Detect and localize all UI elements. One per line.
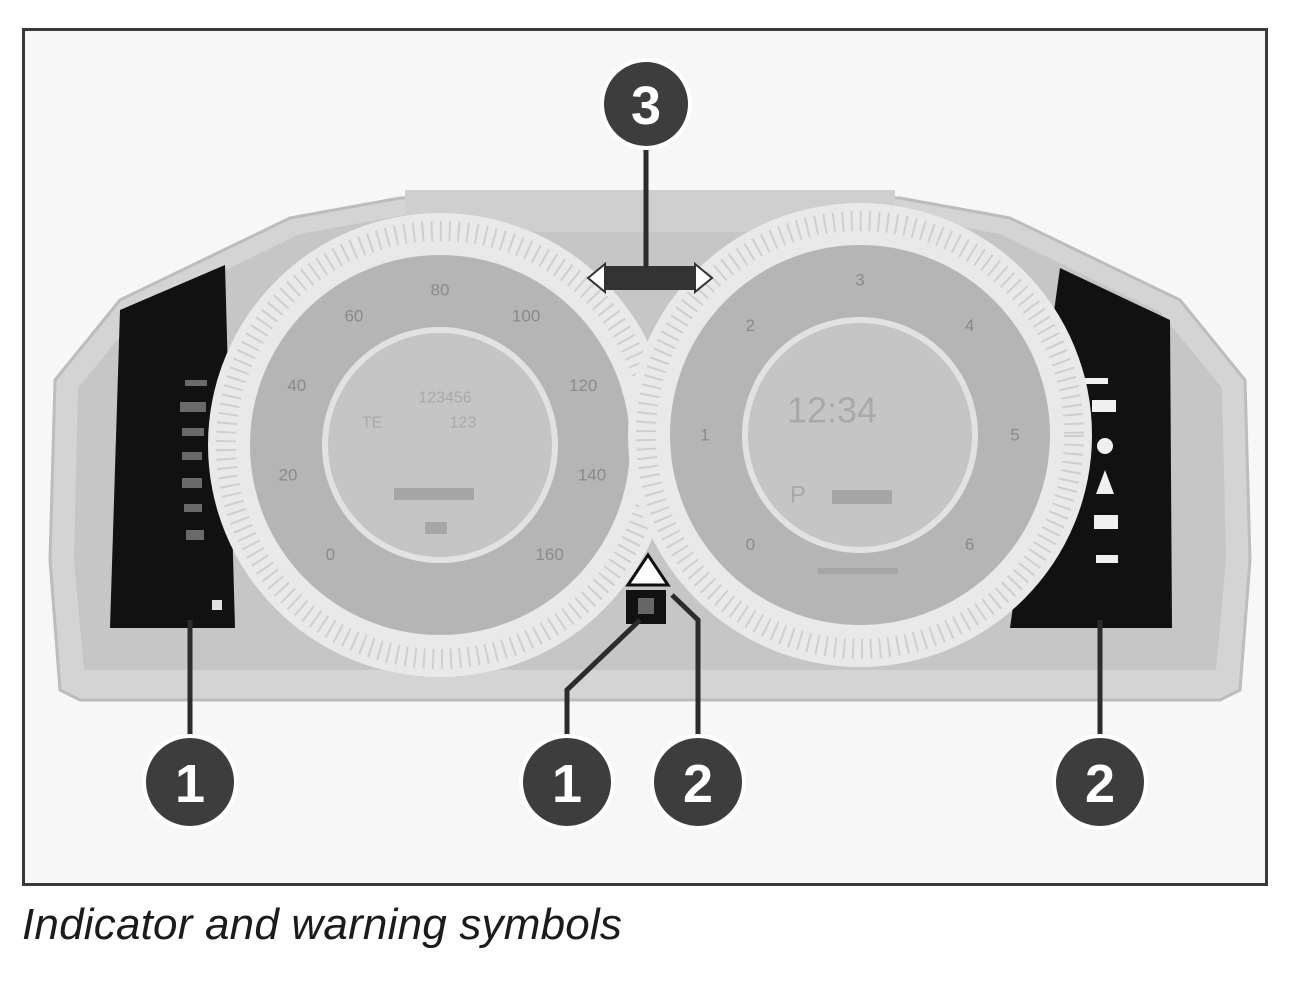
tacho-label-4: 4 <box>965 316 974 335</box>
figure-caption: Indicator and warning symbols <box>22 900 623 949</box>
callout-1-center: 1 <box>519 734 615 830</box>
speedo-label-8: 160 <box>535 545 563 564</box>
tacho-label-6: 6 <box>965 535 974 554</box>
callout-1-left: 1 <box>142 734 238 830</box>
leader-lines <box>187 140 1103 745</box>
speedo-label-6: 120 <box>569 376 597 395</box>
tachometer-scale: 0 1 2 3 4 5 6 <box>700 271 1019 555</box>
speedo-label-5: 100 <box>512 307 540 326</box>
tacho-label-0: 0 <box>746 535 755 554</box>
left-indicator-panel <box>110 265 235 628</box>
tacho-label-2: 2 <box>746 316 755 335</box>
speedo-label-0: 0 <box>326 545 335 564</box>
speedometer-display: 123456 123 TE <box>362 390 477 534</box>
tacho-gear: P <box>790 482 806 509</box>
tacho-clock: 12:34 <box>787 390 877 431</box>
svg-text:1: 1 <box>552 754 582 814</box>
warning-lights-right-icon <box>1080 378 1118 563</box>
tacho-label-3: 3 <box>855 271 864 290</box>
speedo-label-4: 80 <box>431 281 450 300</box>
speedo-label-1: 20 <box>279 466 298 485</box>
speedo-label-3: 60 <box>344 307 363 326</box>
speedo-left-readout: TE <box>362 415 382 432</box>
tachometer-display: 12:34 P <box>787 390 898 574</box>
tacho-label-5: 5 <box>1010 426 1019 445</box>
callout-2-center: 2 <box>650 734 746 830</box>
callout-3-top: 3 <box>600 58 692 150</box>
speedo-trip: 123 <box>450 415 477 432</box>
speedo-label-2: 40 <box>287 376 306 395</box>
svg-text:2: 2 <box>683 754 713 814</box>
info-lock-icon <box>626 590 666 624</box>
callout-2-right: 2 <box>1052 734 1148 830</box>
speedo-label-7: 140 <box>578 466 606 485</box>
warning-triangle-icon <box>625 552 671 587</box>
speedo-odometer: 123456 <box>418 390 471 407</box>
svg-text:3: 3 <box>631 76 661 136</box>
tacho-label-1: 1 <box>700 426 709 445</box>
svg-text:2: 2 <box>1085 754 1115 814</box>
indicator-lights-left-icon <box>180 380 222 610</box>
speedometer-scale: 0 20 40 60 80 100 120 140 160 <box>279 281 607 565</box>
tachometer <box>628 203 1092 667</box>
svg-text:1: 1 <box>175 754 205 814</box>
turn-signal-icon <box>586 261 714 295</box>
